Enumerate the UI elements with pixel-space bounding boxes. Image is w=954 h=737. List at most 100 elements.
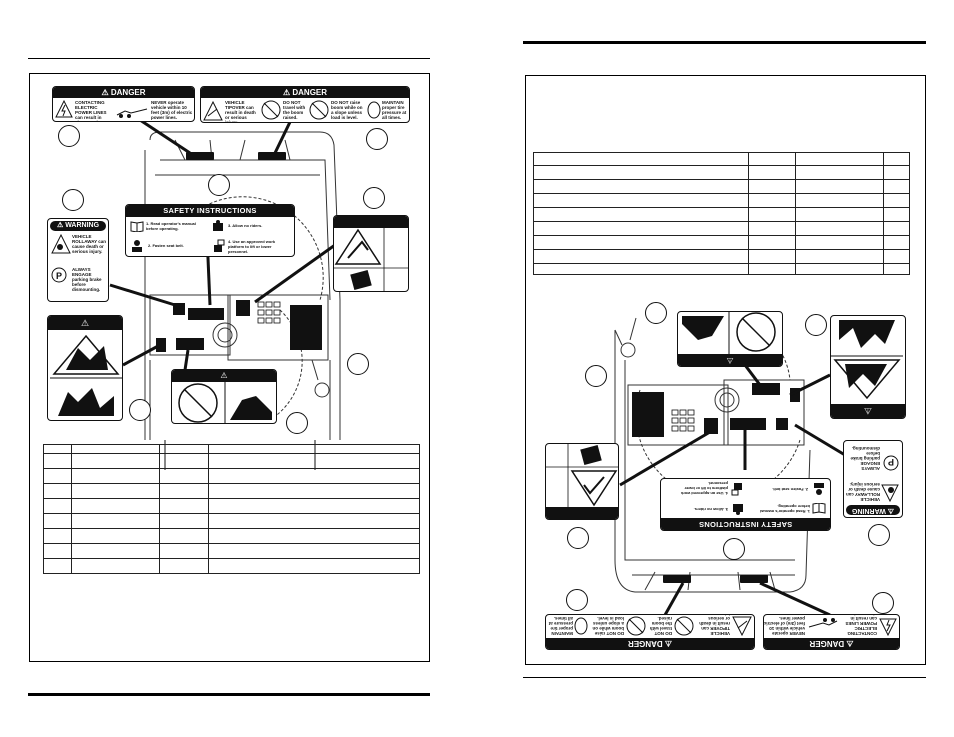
right-crush-decal: ⚠ [677, 311, 783, 367]
callout-circle [585, 365, 607, 387]
hazard-header-icon: ⚠ [172, 370, 276, 382]
right-decal-table [533, 152, 910, 275]
hazard-header-icon: ⚠ [678, 354, 782, 366]
left-danger-decal-a: ⚠ DANGER CONTACTING ELECTRIC POWER LINES… [52, 86, 195, 122]
boom-hazard-pictogram [545, 443, 618, 507]
danger-header: ⚠ DANGER [764, 638, 899, 649]
seat-belt-icon [812, 482, 826, 496]
decal-cell-text: CONTACTING ELECTRIC POWER LINES can resu… [845, 614, 877, 636]
manual-icon [130, 220, 144, 232]
right-top-rule [523, 41, 926, 44]
left-crush-decal: ⚠ [171, 369, 277, 424]
decal-cell-text: NEVER operate vehicle within 10 feet (3m… [151, 100, 193, 120]
safety-item: 1. Read operator's manual before operati… [760, 504, 810, 514]
no-riders-icon [212, 220, 224, 232]
safety-item: 3. Allow no riders. [228, 223, 263, 228]
safety-item: 2. Fasten seat belt. [148, 243, 184, 248]
safety-instructions-title: SAFETY INSTRUCTIONS [661, 518, 830, 530]
table-row [533, 249, 910, 264]
safety-item: 3. Allow no riders. [693, 507, 728, 512]
left-top-rule [28, 58, 430, 59]
table-row [533, 179, 910, 194]
left-boom-hazard-decal [333, 215, 409, 292]
decal-cell-text: ALWAYS ENGAGE parking brake before dismo… [850, 446, 880, 471]
crush-hazard-pictogram [831, 320, 903, 400]
right-bottom-rule [523, 677, 926, 678]
callout-circle [62, 189, 84, 211]
hazard-header-icon: ⚠ [48, 316, 122, 330]
safety-instructions-title: SAFETY INSTRUCTIONS [126, 205, 294, 217]
danger-header: ⚠ DANGER [546, 638, 754, 649]
callout-circle [805, 314, 827, 336]
danger-header: ⚠ DANGER [53, 87, 194, 98]
decal-cell-text: MAINTAIN proper tire pressure at all tim… [548, 616, 573, 636]
left-bottom-rule [28, 693, 430, 696]
right-danger-decal-a: ⚠ DANGER CONTACTING ELECTRIC POWER LINES… [763, 614, 900, 650]
left-pinch-decal: ⚠ [47, 315, 123, 421]
safety-item: 4. Use an approved work platform to lift… [680, 481, 728, 496]
no-travel-raised-icon [261, 100, 281, 120]
power-line-icon [115, 105, 149, 119]
tire-pressure-icon [367, 101, 381, 119]
table-row [43, 558, 420, 574]
left-decal-table [43, 444, 420, 574]
hazard-header-icon: ⚠ [831, 404, 905, 418]
no-riders-icon [732, 503, 744, 515]
parking-brake-icon: P [883, 455, 899, 471]
callout-circle [363, 187, 385, 209]
svg-text:P: P [888, 457, 894, 467]
tipover-icon [203, 101, 223, 121]
decal-cell-text: VEHICLE ROLLAWAY can cause death or seri… [72, 234, 107, 254]
right-pinch-decal: ⚠ [830, 315, 906, 419]
callout-circle [286, 412, 308, 434]
decal-cell-text: MAINTAIN proper tire pressure at all tim… [382, 100, 407, 120]
danger-header: ⚠ DANGER [201, 87, 409, 98]
no-raise-slope-icon [309, 100, 329, 120]
rollaway-icon [881, 484, 899, 502]
callout-circle [723, 538, 745, 560]
callout-circle [58, 125, 80, 147]
work-platform-icon [730, 482, 744, 496]
decal-cell-text: VEHICLE TIPOVER can result in death or s… [699, 614, 730, 636]
no-travel-raised-icon [674, 616, 694, 636]
right-boom-hazard-decal [545, 443, 619, 520]
right-warning-decal: ⚠ WARNING VEHICLE ROLLAWAY can cause dea… [843, 440, 903, 518]
tire-pressure-icon [574, 617, 588, 635]
table-row [533, 263, 910, 275]
decal-header-bar [334, 216, 408, 228]
right-safety-instructions-decal: SAFETY INSTRUCTIONS 1. Read operator's m… [660, 478, 831, 531]
decal-cell-text: NEVER operate vehicle within 10 feet (3m… [763, 616, 805, 636]
decal-cell-text: VEHICLE TIPOVER can result in death or s… [225, 100, 256, 123]
safety-item: 4. Use an approved work platform to lift… [228, 239, 276, 254]
work-platform-icon [212, 239, 226, 253]
table-row [43, 528, 420, 544]
left-warning-decal: ⚠ WARNING VEHICLE ROLLAWAY can cause dea… [47, 218, 109, 302]
table-row [533, 207, 910, 222]
decal-cell-text: DO NOT raise boom while on a slope unles… [331, 100, 363, 120]
seat-belt-icon [130, 239, 144, 253]
callout-circle [645, 302, 667, 324]
safety-item: 2. Fasten seat belt. [772, 487, 808, 492]
callout-circle [868, 524, 890, 546]
no-raise-slope-icon [626, 616, 646, 636]
manual-icon [812, 503, 826, 515]
electrocution-icon [879, 618, 897, 636]
parking-brake-icon: P [51, 267, 67, 283]
rollaway-icon [51, 234, 71, 254]
table-row [43, 543, 420, 559]
decal-cell-text: DO NOT travel with the boom raised. [283, 100, 306, 120]
callout-circle [129, 399, 151, 421]
electrocution-icon [55, 100, 73, 118]
crush-hazard-pictogram [50, 334, 122, 416]
crush-pictogram [178, 382, 272, 423]
right-danger-decal-b: ⚠ DANGER VEHICLE TIPOVER can result in d… [545, 614, 755, 650]
boom-hazard-pictogram [334, 228, 408, 291]
table-row [533, 193, 910, 208]
left-safety-instructions-decal: SAFETY INSTRUCTIONS 1. Read operator's m… [125, 204, 295, 257]
callout-circle [566, 589, 588, 611]
decal-header-bar [546, 507, 618, 519]
callout-circle [347, 353, 369, 375]
svg-text:P: P [56, 271, 62, 281]
